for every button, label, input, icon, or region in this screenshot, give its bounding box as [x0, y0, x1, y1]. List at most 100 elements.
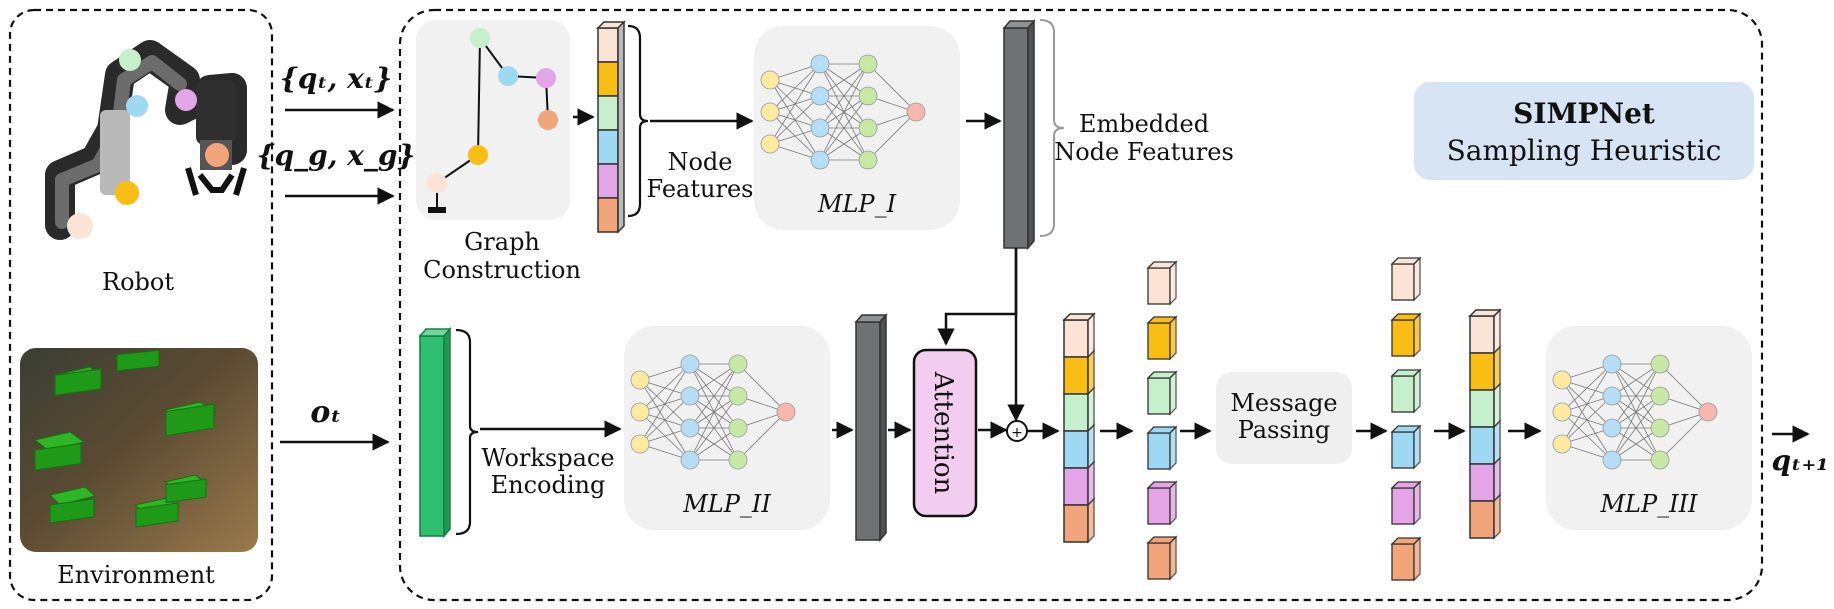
workspace-encoding-bar	[418, 326, 452, 539]
node-cube-side	[1413, 368, 1421, 414]
embedded-features-brace	[1039, 19, 1065, 237]
mlp-neuron	[1650, 386, 1670, 406]
mlp-edge	[769, 63, 821, 145]
mlp-edge	[639, 363, 691, 413]
mlp-neuron	[810, 54, 830, 74]
node-cube-side	[1169, 480, 1177, 526]
workspace-brace	[455, 328, 479, 536]
mlp-edge	[1561, 363, 1613, 445]
stack-segment	[1063, 319, 1089, 358]
stack-segment	[1063, 393, 1089, 432]
stack-segment	[1469, 389, 1495, 428]
workspace-label-2: Encoding	[491, 471, 606, 499]
mlp-edge	[819, 95, 869, 161]
graph-node-2	[498, 66, 518, 86]
mlp-neuron	[1552, 370, 1572, 390]
mlp-neuron	[1650, 418, 1670, 438]
message-passing-label-1: Message	[1230, 389, 1337, 417]
mlp-edge	[737, 363, 787, 413]
stack-segment	[1469, 315, 1495, 354]
node-features-brace	[627, 24, 649, 218]
mlp-edge	[689, 363, 739, 397]
node-cube-side	[1413, 536, 1421, 582]
mlp-edge	[1561, 395, 1613, 445]
mlp-neuron	[680, 386, 700, 406]
mlp-neuron	[1602, 418, 1622, 438]
node-cube	[1147, 542, 1171, 580]
stack-side	[1087, 312, 1095, 359]
stack-side	[1493, 493, 1501, 540]
mlp-neuron	[810, 86, 830, 106]
mlp-neuron	[728, 386, 748, 406]
node-cube	[1391, 319, 1415, 357]
stack-side	[1493, 308, 1501, 355]
graph-node-5	[468, 145, 488, 165]
node-cube-side	[1169, 315, 1177, 361]
mlp-edge	[1659, 411, 1709, 461]
mlp-neuron	[630, 402, 650, 422]
mlp-edge	[1611, 363, 1661, 397]
mlp-neuron	[630, 434, 650, 454]
message-passing-label-2: Passing	[1238, 416, 1331, 444]
mlp-neuron	[760, 102, 780, 122]
mlp-edge	[689, 363, 739, 461]
mlp3-label: MLP_III	[1599, 490, 1698, 518]
robot-illustration	[45, 40, 247, 240]
node-cube-side	[1169, 260, 1177, 306]
mlp-neuron	[728, 418, 748, 438]
node-cube	[1147, 267, 1171, 305]
stack-segment	[1063, 430, 1089, 469]
title-sampling-heuristic: Sampling Heuristic	[1447, 134, 1722, 167]
stack-segment	[1469, 500, 1495, 539]
stack-side	[1087, 497, 1095, 544]
mlp-edge	[819, 63, 869, 129]
graph-node-4	[538, 110, 558, 130]
node-cube-side	[1413, 424, 1421, 470]
mlp-neuron	[810, 118, 830, 138]
node-cube-side	[1413, 480, 1421, 526]
mlp-neuron	[1602, 354, 1622, 374]
mlp-edge	[737, 411, 787, 461]
separated-nodes-before	[1146, 260, 1178, 581]
message-passing-block	[1216, 372, 1352, 464]
mlp-neuron	[858, 118, 878, 138]
stack-side	[1087, 423, 1095, 470]
mlp-edge	[769, 63, 821, 113]
mlp-neuron	[1650, 354, 1670, 374]
mlp-edge	[867, 111, 917, 161]
mlp-edge	[769, 95, 821, 145]
combined-feature-stack	[1062, 312, 1096, 544]
mlp-neuron	[858, 54, 878, 74]
node-cube-side	[1169, 370, 1177, 416]
mlp-neuron	[1552, 402, 1572, 422]
mlp-neuron	[1602, 450, 1622, 470]
concat-operator	[1006, 420, 1028, 442]
graph-node-1	[470, 28, 490, 48]
mlp-neuron	[760, 134, 780, 154]
attention-block	[912, 348, 978, 518]
node-cube	[1147, 322, 1171, 360]
mlp1-label: MLP_I	[817, 190, 897, 218]
stack-top	[1468, 309, 1502, 317]
node-cube	[1391, 431, 1415, 469]
mlp-neuron	[1602, 386, 1622, 406]
mlp2-network	[630, 354, 796, 470]
mlp-neuron	[810, 150, 830, 170]
mlp-edge	[1611, 363, 1661, 461]
mlp-edge	[1659, 363, 1709, 413]
stack-side	[1087, 460, 1095, 507]
stack-segment	[1469, 352, 1495, 391]
workspace-embedding-bar	[854, 312, 888, 543]
graph-construction-label-2: Construction	[423, 256, 581, 284]
stack-segment	[1469, 426, 1495, 465]
mlp-neuron	[728, 354, 748, 374]
input-current-state: {qₜ, xₜ}	[280, 62, 393, 95]
stack-side	[1493, 382, 1501, 429]
node-cube-side	[1169, 425, 1177, 471]
mlp-neuron	[1552, 434, 1572, 454]
input-observation: oₜ	[310, 395, 341, 430]
node-cube	[1391, 263, 1415, 301]
environment-image	[20, 348, 258, 552]
mlp-edge	[819, 63, 869, 161]
